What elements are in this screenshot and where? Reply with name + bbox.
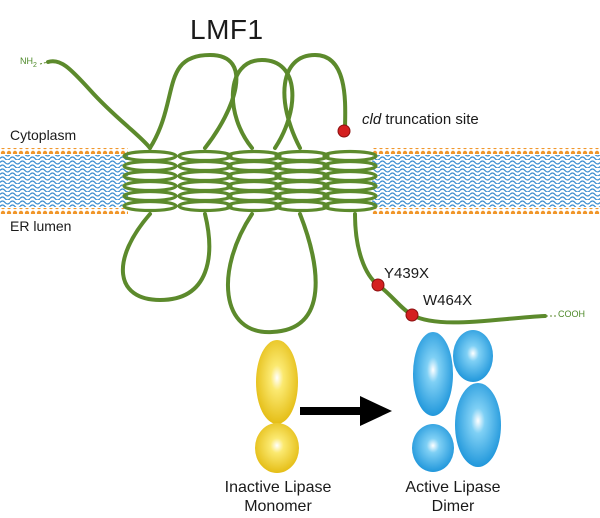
cytoplasmic-loop-2 <box>231 57 295 150</box>
membrane-bilayer <box>0 148 600 214</box>
membrane-heads-bottom-right <box>372 208 600 214</box>
protein-chain <box>46 52 547 335</box>
helix-3 <box>226 149 282 213</box>
transmembrane-helices <box>122 149 378 213</box>
n-terminus-dashes <box>39 61 49 65</box>
inactive-caption-line-2: Monomer <box>244 498 312 515</box>
membrane-tails-right <box>372 155 600 207</box>
inactive-lipase-monomer <box>255 340 299 473</box>
n-terminal-tail <box>46 59 152 150</box>
dimer-lobe-bottom-left <box>412 424 454 472</box>
w464x-site-marker <box>405 308 419 322</box>
active-caption-line-1: Active Lipase <box>405 479 501 496</box>
er-lumen-label: ER lumen <box>10 218 72 234</box>
active-caption-line-2: Dimer <box>431 498 475 515</box>
y439x-site-marker <box>371 278 385 292</box>
cytoplasm-label: Cytoplasm <box>10 127 77 143</box>
helix-1 <box>122 149 178 213</box>
membrane-heads-top-left <box>0 148 128 154</box>
inactive-caption-line-1: Inactive Lipase <box>224 479 332 496</box>
n-terminus-subscript: 2 <box>33 61 37 69</box>
cld-suffix: truncation site <box>381 111 479 128</box>
inactive-lipase-caption: Inactive Lipase Monomer <box>210 478 346 516</box>
helix-5 <box>322 149 378 213</box>
lumenal-loop-1 <box>120 212 212 303</box>
y439x-label: Y439X <box>384 265 430 282</box>
membrane-tails-left <box>0 155 128 207</box>
membrane-heads-bottom-left <box>0 208 128 214</box>
lumenal-loop-2 <box>225 212 318 335</box>
w464x-label: W464X <box>423 292 473 309</box>
active-lipase-dimer <box>412 330 501 472</box>
cld-italic: cld <box>362 111 382 128</box>
active-lipase-caption: Active Lipase Dimer <box>390 478 516 516</box>
cld-truncation-label: cld truncation site <box>362 111 479 128</box>
helix-2 <box>177 149 233 213</box>
monomer-bottom-lobe <box>255 423 299 473</box>
mutation-markers <box>337 124 419 322</box>
monomer-top-lobe <box>256 340 298 424</box>
c-terminal-tail <box>353 212 547 325</box>
dimer-lobe-top-left <box>413 332 453 416</box>
dimer-lobe-bottom-right <box>455 383 501 467</box>
helix-4 <box>274 149 330 213</box>
n-terminus-label: NH2 <box>20 56 37 69</box>
cld-site-marker <box>337 124 351 138</box>
activation-arrow <box>300 396 392 426</box>
dimer-lobe-top-right <box>453 330 493 382</box>
c-terminus-label: COOH <box>558 309 585 319</box>
diagram-title: LMF1 <box>190 14 264 45</box>
cytoplasmic-loop-3 <box>282 52 348 150</box>
cytoplasmic-loop-1 <box>148 52 239 150</box>
membrane-heads-top-right <box>372 148 600 154</box>
